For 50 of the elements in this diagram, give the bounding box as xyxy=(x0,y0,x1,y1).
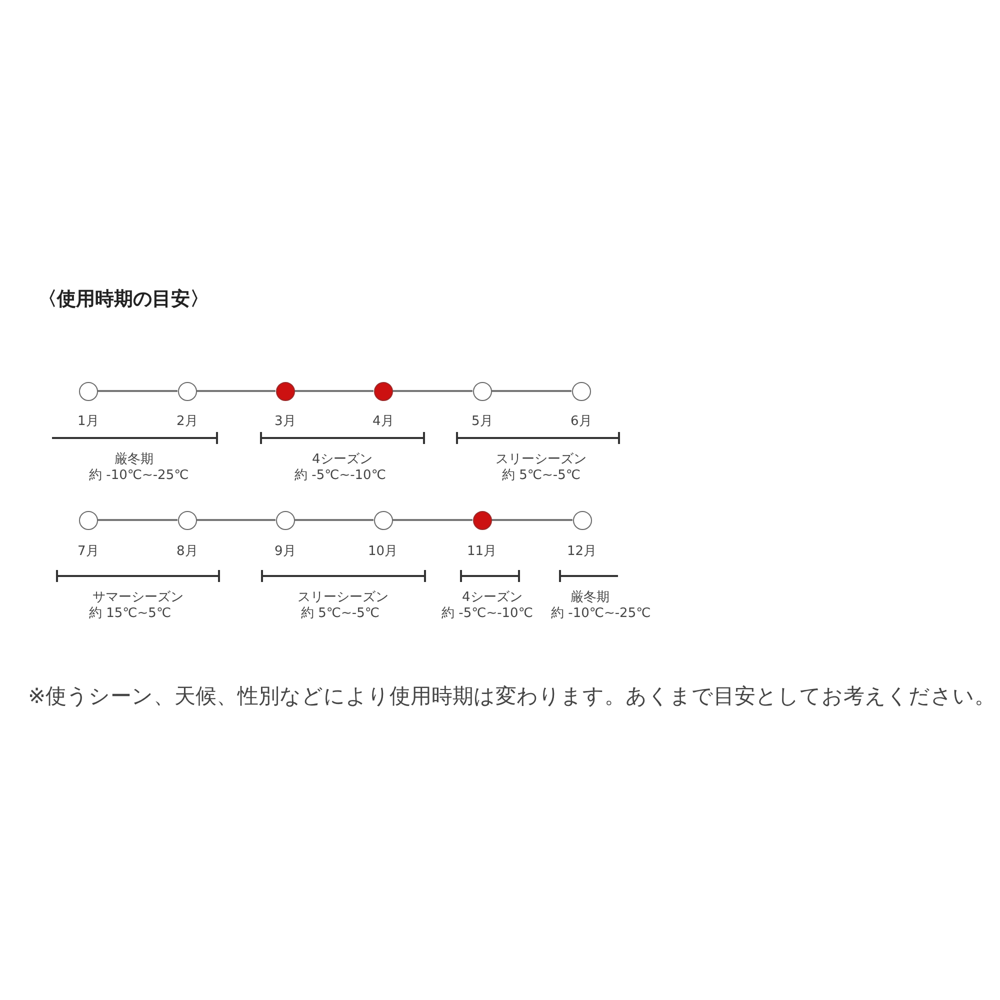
connector-line xyxy=(294,519,374,521)
month-label: 8月 xyxy=(176,544,198,560)
season-name: サマーシーズン xyxy=(92,590,184,606)
temperature-range: 約 -10℃~-25℃ xyxy=(551,606,651,622)
timeline-dot xyxy=(276,382,294,400)
temperature-range: 約 -5℃~-10℃ xyxy=(442,606,533,622)
month-label: 1月 xyxy=(78,414,99,430)
timeline-dot xyxy=(472,510,492,530)
timeline-dot xyxy=(276,510,294,530)
timeline-dot xyxy=(78,382,98,400)
connector-line xyxy=(392,519,472,521)
season-name: 4シーズン xyxy=(312,452,372,468)
timeline-dot xyxy=(572,382,590,400)
month-label: 12月 xyxy=(567,544,597,560)
month-label: 7月 xyxy=(78,544,99,560)
footnote: ※使うシーン、天候、性別などにより使用時期は変わります。あくまで目安としてお考えください。 xyxy=(28,684,996,710)
temperature-range: 約 15℃~5℃ xyxy=(89,606,172,622)
month-label: 3月 xyxy=(274,414,296,430)
temperature-range: 約 5℃~-5℃ xyxy=(301,606,380,622)
season-name: 4シーズン xyxy=(462,590,522,606)
connector-line xyxy=(98,519,178,521)
month-label: 9月 xyxy=(274,544,296,560)
connector-line xyxy=(196,519,276,521)
month-label: 5月 xyxy=(472,414,493,430)
connector-line xyxy=(98,390,178,392)
month-label: 2月 xyxy=(176,414,198,430)
connector-line xyxy=(196,390,276,392)
month-label: 11月 xyxy=(467,544,497,560)
season-name: 厳冬期 xyxy=(114,452,154,468)
connector-line xyxy=(392,390,472,392)
connector-line xyxy=(492,519,572,521)
timeline-dot xyxy=(178,382,196,400)
month-label: 6月 xyxy=(570,414,592,430)
month-label: 4月 xyxy=(372,414,394,430)
timeline-dot xyxy=(472,382,492,400)
season-name: スリーシーズン xyxy=(298,590,388,606)
connector-line xyxy=(492,390,572,392)
timeline-dot xyxy=(374,382,392,400)
chart-title: 〈使用時期の目安〉 xyxy=(38,288,209,311)
timeline-dot xyxy=(78,510,98,530)
timeline-dot xyxy=(572,510,592,530)
season-name: 厳冬期 xyxy=(570,590,610,606)
temperature-range: 約 -5℃~-10℃ xyxy=(294,468,386,484)
temperature-range: 約 5℃~-5℃ xyxy=(502,468,580,484)
month-label: 10月 xyxy=(368,544,398,560)
timeline-dot xyxy=(178,510,196,530)
connector-line xyxy=(294,390,374,392)
timeline-dot xyxy=(374,510,392,530)
season-name: スリーシーズン xyxy=(496,452,586,468)
temperature-range: 約 -10℃~-25℃ xyxy=(89,468,189,484)
